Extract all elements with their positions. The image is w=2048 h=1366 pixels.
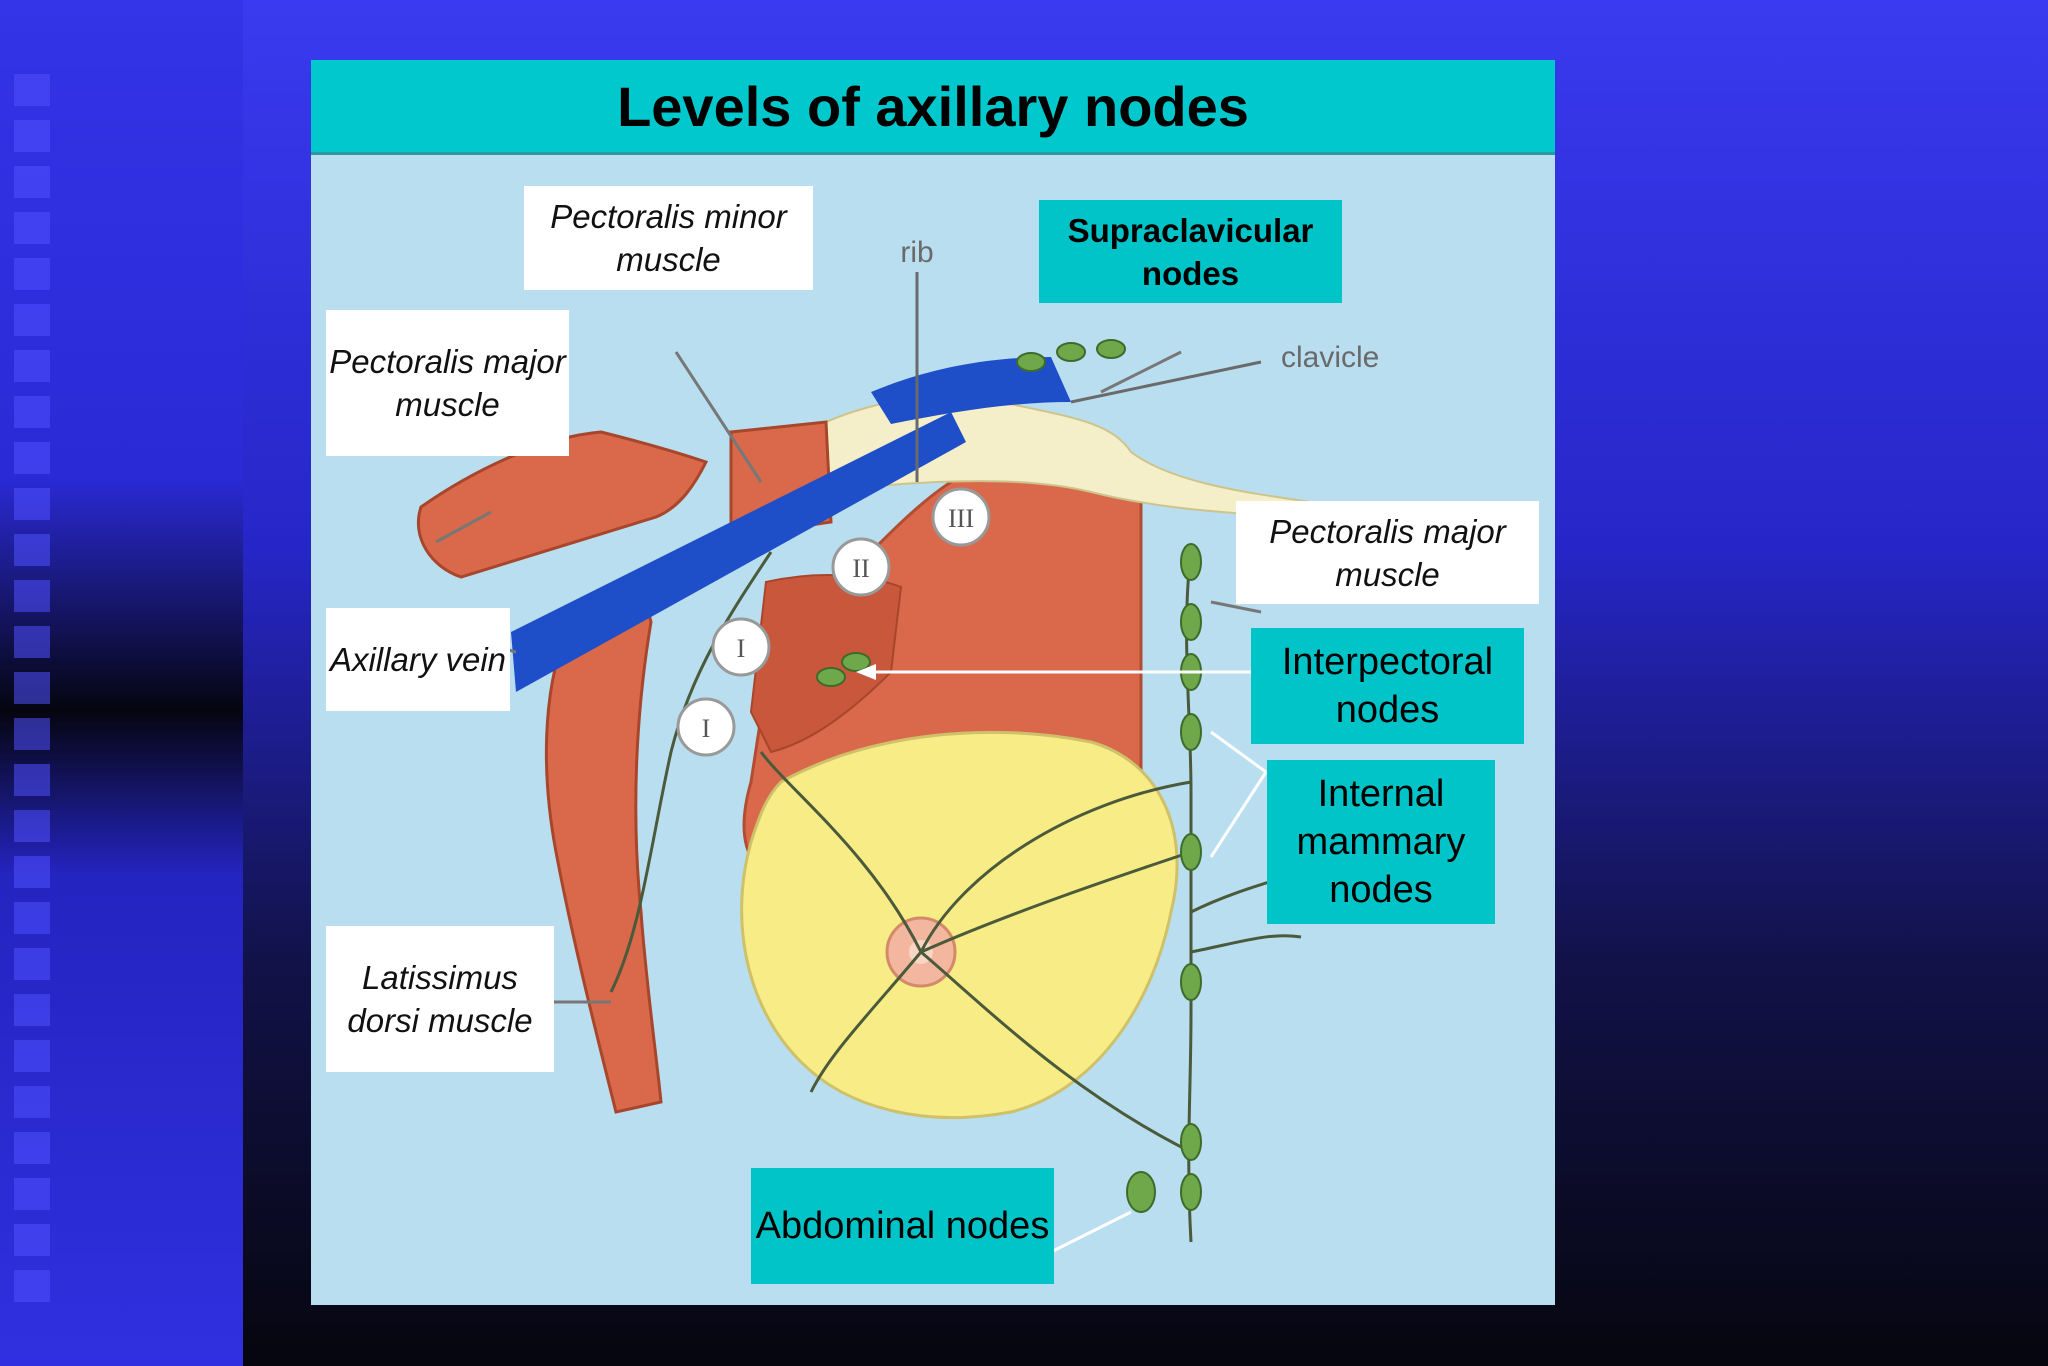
decor-square bbox=[14, 902, 50, 934]
decor-square bbox=[14, 74, 50, 106]
axillary-diagram: III II I I rib clavicle bbox=[416, 236, 1379, 1254]
level-3-marker bbox=[931, 487, 991, 547]
level-3-label: III bbox=[948, 504, 974, 533]
slide-title: Levels of axillary nodes bbox=[617, 74, 1249, 138]
interpectoral-nodes-label: Interpectoral nodes bbox=[1251, 628, 1524, 744]
pectoralis-minor-label: Pectoralis minor muscle bbox=[524, 186, 813, 290]
pectoralis-major-right-label: Pectoralis major muscle bbox=[1236, 501, 1539, 604]
interpectoral-node-cluster bbox=[816, 652, 871, 687]
level-2-label: II bbox=[852, 554, 869, 583]
decor-square bbox=[14, 1270, 50, 1302]
axillary-vein-shape bbox=[511, 412, 966, 692]
decor-square bbox=[14, 212, 50, 244]
decor-square bbox=[14, 258, 50, 290]
latissimus-dorsi-shape bbox=[544, 580, 663, 1114]
level-2-marker bbox=[831, 537, 891, 597]
decor-square bbox=[14, 534, 50, 566]
supraclavicular-nodes-label: Supraclavicular nodes bbox=[1039, 200, 1342, 303]
decor-square bbox=[14, 120, 50, 152]
decor-square bbox=[14, 1178, 50, 1210]
decor-square bbox=[14, 350, 50, 382]
internal-mammary-nodes-label: Internal mammary nodes bbox=[1267, 760, 1495, 924]
slide-panel: Levels of axillary nodes bbox=[311, 60, 1555, 1305]
decor-square bbox=[14, 994, 50, 1026]
subclavian-vein-shape bbox=[871, 357, 1071, 424]
decor-square bbox=[14, 1132, 50, 1164]
decor-square bbox=[14, 1040, 50, 1072]
decor-square bbox=[14, 856, 50, 888]
decor-square bbox=[14, 626, 50, 658]
decor-square bbox=[14, 166, 50, 198]
clavicle-label: clavicle bbox=[1281, 341, 1379, 374]
level-markers: III II I I bbox=[676, 487, 991, 757]
pectoralis-major-left-label: Pectoralis major muscle bbox=[326, 310, 569, 456]
decor-square bbox=[14, 396, 50, 428]
breast-shape bbox=[740, 730, 1179, 1120]
level-1-upper-label: I bbox=[737, 634, 746, 663]
decor-square bbox=[14, 442, 50, 474]
decor-square bbox=[14, 1086, 50, 1118]
decor-square bbox=[14, 810, 50, 842]
abdominal-nodes-label: Abdominal nodes bbox=[751, 1168, 1054, 1284]
title-bar: Levels of axillary nodes bbox=[311, 60, 1555, 155]
level-1-lower-marker bbox=[676, 697, 736, 757]
label-pointers bbox=[435, 350, 1262, 1004]
square-column bbox=[14, 74, 52, 1316]
abdominal-arrow-line bbox=[1050, 1210, 1132, 1254]
level-1-lower-label: I bbox=[702, 714, 711, 743]
internal-mammary-arrows bbox=[1209, 730, 1268, 858]
interpectoral-arrowhead bbox=[856, 664, 876, 680]
rib-label: rib bbox=[900, 236, 933, 269]
decor-square bbox=[14, 580, 50, 612]
level-1-upper-marker bbox=[711, 617, 771, 677]
axillary-vein-label: Axillary vein bbox=[326, 608, 510, 711]
clavicle-pointer bbox=[1070, 360, 1262, 404]
decor-square bbox=[14, 948, 50, 980]
decor-square bbox=[14, 304, 50, 336]
left-decor-strip bbox=[0, 0, 243, 1366]
decor-square bbox=[14, 488, 50, 520]
internal-mammary-node-chain bbox=[1126, 543, 1202, 1213]
decor-square bbox=[14, 1224, 50, 1256]
decor-square bbox=[14, 672, 50, 704]
latissimus-dorsi-label: Latissimus dorsi muscle bbox=[326, 926, 554, 1072]
supraclavicular-node-chain bbox=[1016, 339, 1126, 372]
decor-square bbox=[14, 718, 50, 750]
decor-square bbox=[14, 764, 50, 796]
